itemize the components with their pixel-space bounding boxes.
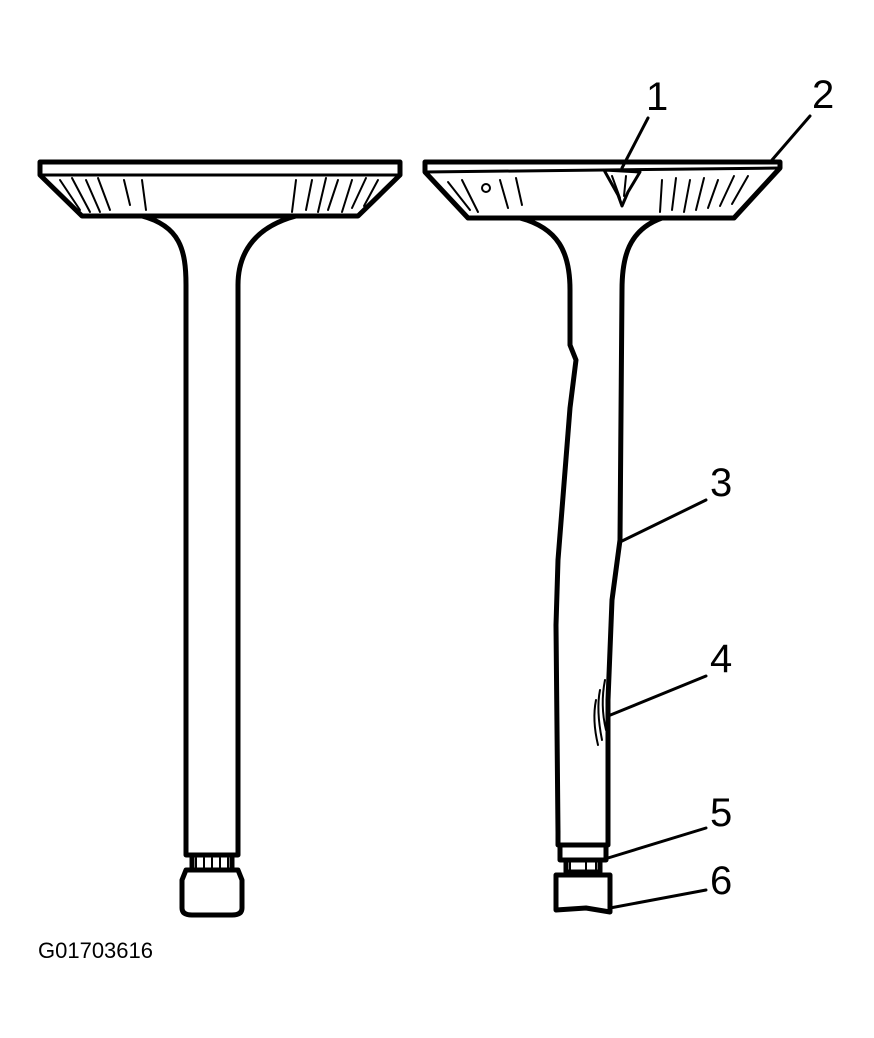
stem-scoring-marks bbox=[593, 679, 607, 746]
figure-id-label: G01703616 bbox=[38, 938, 153, 963]
leader-line-6 bbox=[608, 888, 708, 910]
leader-line-1 bbox=[620, 116, 650, 170]
damaged-valve-face-hatching bbox=[447, 175, 749, 213]
leader-line-2 bbox=[770, 114, 812, 162]
leader-line-3 bbox=[618, 498, 708, 544]
callout-3: 3 bbox=[710, 461, 732, 505]
damaged-valve bbox=[422, 159, 783, 915]
good-valve-tip bbox=[179, 837, 245, 918]
callout-6: 6 bbox=[710, 859, 732, 903]
burned-pit-mark bbox=[602, 168, 642, 208]
leader-line-5 bbox=[606, 826, 708, 860]
good-valve bbox=[37, 159, 403, 918]
damaged-valve-stem bbox=[517, 215, 665, 835]
good-valve-head bbox=[37, 159, 403, 219]
callouts: 1 2 3 4 5 6 bbox=[606, 73, 834, 910]
callout-4: 4 bbox=[710, 637, 732, 681]
good-valve-face-hatching bbox=[59, 177, 379, 213]
damaged-valve-head bbox=[422, 159, 783, 221]
damaged-valve-tip bbox=[553, 829, 613, 915]
good-valve-stem bbox=[139, 213, 299, 843]
callout-1: 1 bbox=[646, 75, 668, 119]
callout-2: 2 bbox=[812, 73, 834, 117]
callout-5: 5 bbox=[710, 791, 732, 835]
leader-line-4 bbox=[606, 674, 708, 718]
